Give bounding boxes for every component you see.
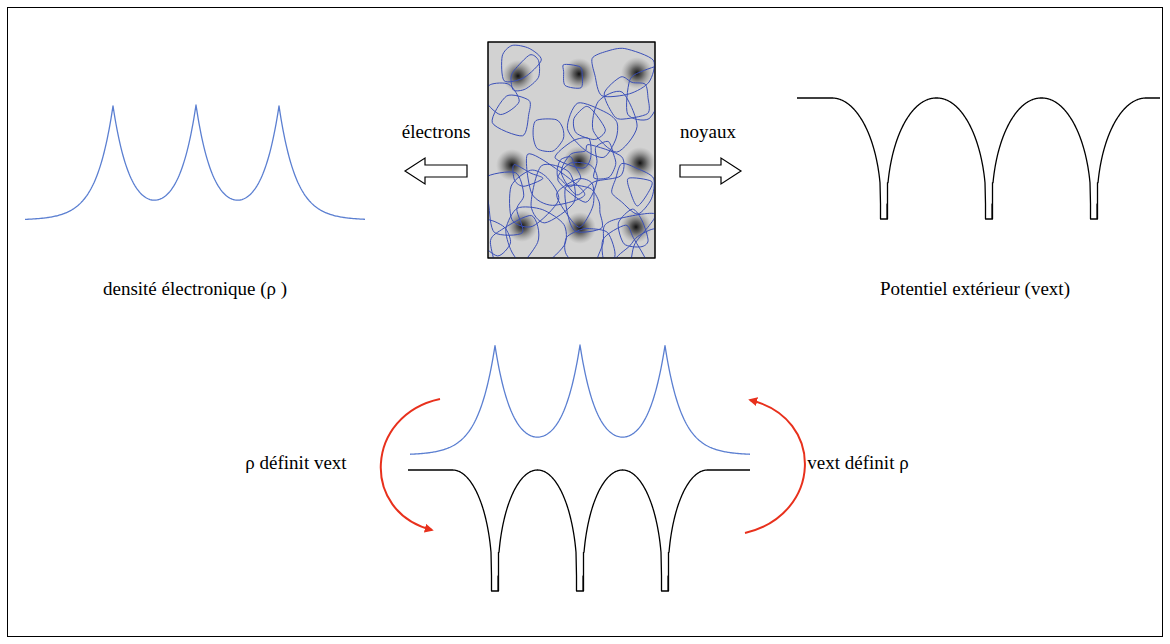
orbit-line (558, 162, 598, 202)
hollow-arrow (405, 158, 467, 184)
orbit-line (627, 65, 655, 120)
curve-caption: Potentiel extérieur (vext) (880, 278, 1070, 301)
orbit-line (563, 64, 583, 88)
orbit-line (533, 119, 564, 152)
orbit-line (565, 185, 603, 232)
orbit-line (573, 106, 605, 139)
nucleus (624, 147, 655, 179)
orbit-line (592, 91, 637, 152)
orbit-line (511, 55, 540, 91)
hollow-arrow (680, 158, 741, 184)
orbit-line (502, 45, 542, 82)
orbit-line (488, 83, 519, 115)
orbit-line (531, 164, 575, 223)
nucleus (496, 149, 528, 181)
orbit-line (567, 103, 617, 158)
potential-curve (797, 98, 1160, 219)
orbit-line (602, 225, 648, 258)
potential-curve (408, 470, 750, 591)
nucleus (563, 58, 595, 90)
density-curve (25, 105, 365, 219)
orbit-line (490, 215, 538, 258)
arrow-label: noyaux (680, 121, 736, 144)
curve-caption: densité électronique (ρ ) (103, 278, 287, 301)
orbit-line (492, 95, 530, 136)
orbit-line (596, 213, 655, 258)
density-curve (410, 345, 750, 454)
relation-label: ρ définit vext (245, 452, 346, 475)
orbit-line (488, 172, 524, 235)
molecule-picture (478, 42, 668, 280)
arrow-label: électrons (402, 121, 471, 144)
orbit-line (513, 165, 543, 187)
orbit-line (510, 170, 559, 227)
frame (8, 8, 1163, 637)
orbit-line (506, 207, 567, 258)
cycle-arrow (381, 399, 440, 530)
cycle-arrow (745, 400, 805, 533)
orbit-line (561, 145, 624, 195)
orbit-line (594, 141, 616, 179)
orbit-line (612, 163, 655, 214)
relation-label: vext définit ρ (807, 452, 908, 475)
orbit-line (627, 178, 652, 206)
orbit-line (592, 48, 655, 96)
orbit-line (565, 228, 615, 258)
